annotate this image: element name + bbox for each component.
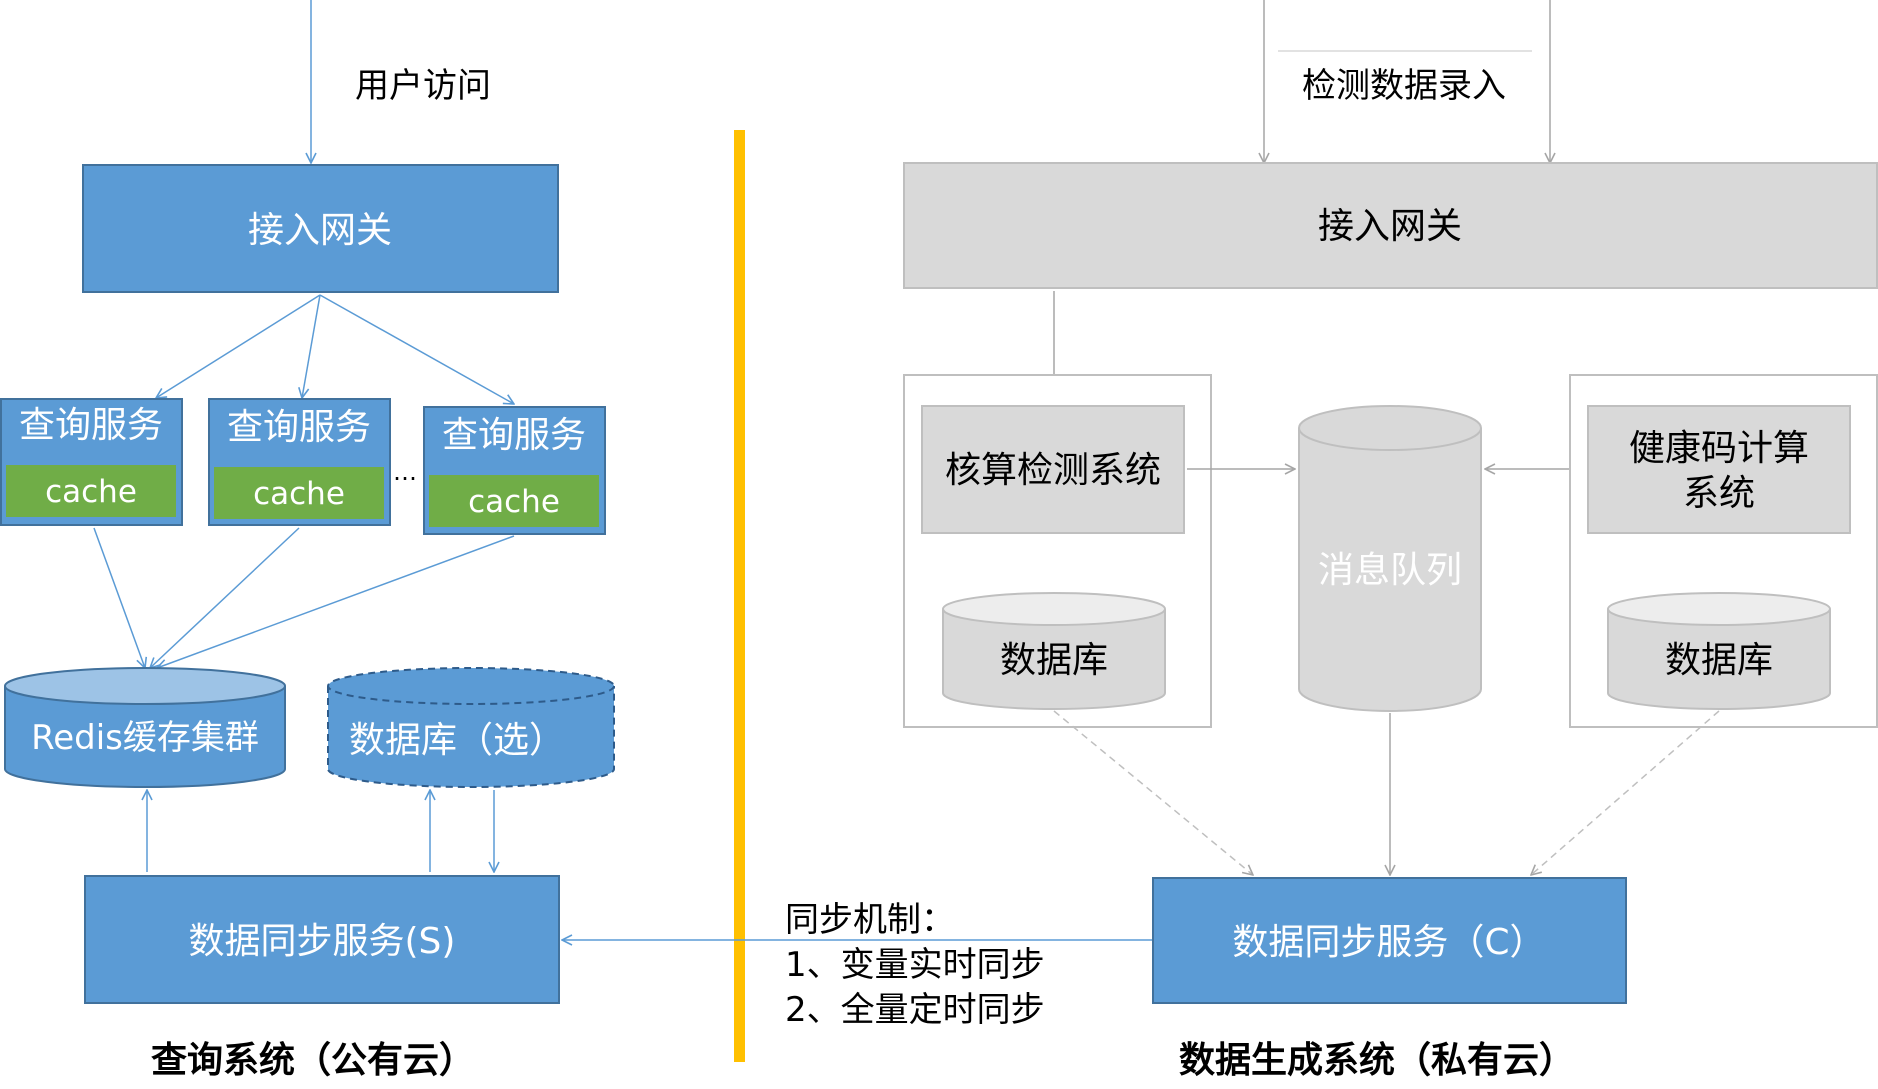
redis-cluster: Redis缓存集群 — [4, 667, 286, 788]
gateway-to-query-3 — [319, 294, 514, 404]
query-service-3: 查询服务 cache — [423, 406, 606, 535]
data-entry-label: 检测数据录入 — [1302, 66, 1506, 106]
sync-service-s: 数据同步服务(S) — [84, 875, 560, 1004]
cache-2 — [214, 467, 384, 519]
right-caption: 数据生成系统（私有云） — [1179, 1040, 1575, 1081]
optional-database-label: 数据库（选） — [349, 720, 565, 761]
redis-cluster-label: Redis缓存集群 — [31, 718, 259, 758]
test-system-label: 核算检测系统 — [945, 450, 1161, 491]
query-1-to-redis — [93, 527, 145, 668]
gateway-to-query-2 — [302, 294, 321, 398]
query-service-3-label: 查询服务 — [442, 415, 586, 456]
query-3-to-redis — [157, 535, 515, 668]
left-gateway: 接入网关 — [82, 164, 559, 293]
left-gateway-label: 接入网关 — [248, 210, 392, 251]
sync-mechanism-item-2: 2、全量定时同步 — [785, 990, 1045, 1030]
left-caption: 查询系统（公有云） — [151, 1040, 475, 1081]
cache-2-label: cache — [253, 476, 345, 512]
query-2-to-redis — [150, 527, 300, 668]
query-service-1: 查询服务 cache — [0, 398, 183, 526]
health-code-label-line2: 系统 — [1683, 473, 1755, 514]
cache-1-label: cache — [45, 474, 137, 510]
message-queue: 消息队列 — [1298, 405, 1482, 712]
cache-3-label: cache — [468, 484, 560, 520]
message-queue-label: 消息队列 — [1318, 550, 1462, 591]
health-code-database-label: 数据库 — [1665, 640, 1773, 681]
health-db-to-sync-c — [1531, 710, 1720, 875]
health-code-label-line1: 健康码计算 — [1629, 428, 1809, 469]
query-service-ellipsis: … — [393, 458, 417, 486]
right-gateway: 接入网关 — [903, 162, 1878, 289]
gateway-to-query-1 — [156, 294, 321, 398]
query-service-2-label: 查询服务 — [227, 407, 371, 448]
test-system-database-label: 数据库 — [1000, 640, 1108, 681]
health-code-system: 健康码计算 系统 — [1587, 405, 1851, 534]
cache-1 — [6, 465, 176, 517]
query-service-1-label: 查询服务 — [19, 405, 163, 446]
optional-database: 数据库（选） — [327, 667, 615, 788]
sync-service-c-label: 数据同步服务（C） — [1232, 922, 1545, 963]
sync-mechanism-item-1: 1、变量实时同步 — [785, 945, 1045, 985]
test-system: 核算检测系统 — [921, 405, 1185, 534]
cloud-divider — [734, 130, 745, 1062]
sync-service-s-label: 数据同步服务(S) — [189, 921, 456, 962]
test-system-database: 数据库 — [942, 592, 1166, 710]
right-gateway-label: 接入网关 — [1318, 206, 1462, 247]
test-db-to-sync-c — [1053, 710, 1253, 875]
query-service-2: 查询服务 cache — [208, 398, 391, 526]
health-code-database: 数据库 — [1607, 592, 1831, 710]
sync-service-c: 数据同步服务（C） — [1152, 877, 1627, 1004]
cache-3 — [429, 475, 599, 527]
sync-mechanism-title: 同步机制： — [785, 900, 955, 940]
user-access-label: 用户访问 — [355, 66, 491, 106]
